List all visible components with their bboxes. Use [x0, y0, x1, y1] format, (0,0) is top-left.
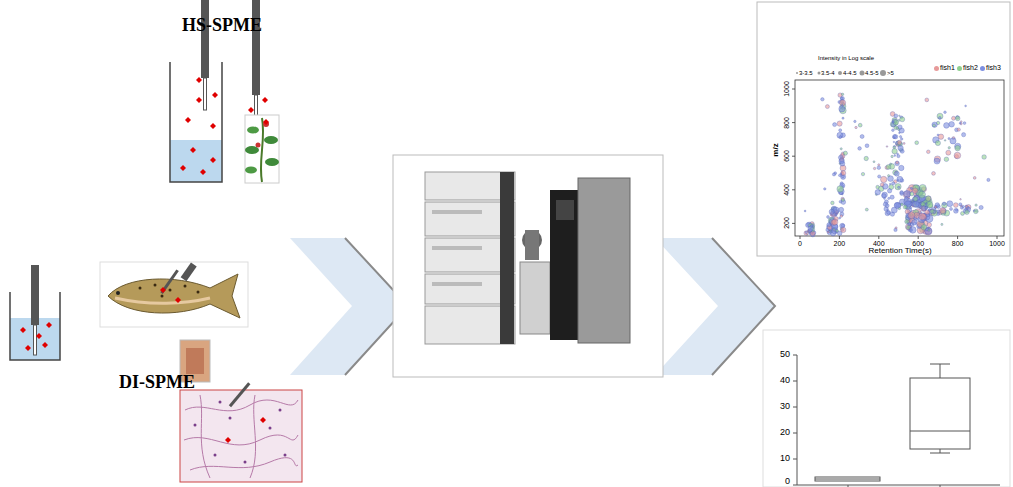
- analyte-marks: [20, 77, 269, 443]
- legend-swatch: [980, 66, 985, 71]
- size-legend: >5: [887, 70, 894, 77]
- tick-label: 800: [783, 117, 791, 129]
- axis-title: m/z: [772, 143, 781, 156]
- scatter-panel: [757, 2, 1010, 256]
- tick-label: 400: [873, 240, 885, 248]
- tick-label: 400: [783, 184, 791, 196]
- chevron: [655, 238, 775, 375]
- liquid: [170, 140, 222, 182]
- lc-ms-instrument: [425, 172, 630, 344]
- spme-holder: [252, 0, 260, 95]
- spme-holder: [201, 0, 209, 78]
- tick-label: 10: [780, 454, 790, 464]
- method-label: HS-SPME: [182, 16, 262, 36]
- box: [815, 477, 880, 481]
- boxplot-panel: [763, 330, 1010, 487]
- tick-label: 600: [783, 150, 791, 162]
- box: [910, 378, 970, 449]
- tick-label: 1000: [989, 240, 1005, 248]
- size-legend: 4-4.5: [843, 70, 857, 77]
- plot-title: Intensity in Log scale: [818, 55, 874, 62]
- size-legend: 3-3.5: [799, 70, 813, 77]
- tick-label: 40: [780, 376, 790, 386]
- tick-label: 0: [785, 477, 790, 487]
- plot-frame: [795, 80, 1004, 236]
- tick-label: 800: [952, 240, 964, 248]
- legend-text: fish3: [986, 64, 1001, 72]
- tick-label: 20: [780, 428, 790, 438]
- tick-label: 200: [834, 240, 846, 248]
- method-label: DI-SPME: [119, 373, 195, 393]
- spme-fiber: [204, 78, 207, 110]
- tick-label: 1000: [783, 81, 791, 97]
- tick-label: 0: [798, 240, 802, 248]
- legend-text: fish2: [963, 64, 978, 72]
- tick-label: 200: [783, 218, 791, 230]
- chevron: [290, 238, 408, 375]
- tick-label: 50: [780, 350, 790, 360]
- legend-text: fish1: [940, 64, 955, 72]
- size-legend: 4.5-5: [865, 70, 879, 77]
- legend-swatch: [934, 66, 939, 71]
- beaker: [170, 62, 222, 182]
- tick-label: 30: [780, 402, 790, 412]
- legend-swatch: [957, 66, 962, 71]
- plant-photo: [245, 115, 279, 183]
- axis-title: Retention Time(s): [868, 247, 931, 256]
- instrument-photo: [393, 155, 663, 377]
- tick-label: 600: [912, 240, 924, 248]
- size-legend: 3.5-4: [821, 70, 835, 77]
